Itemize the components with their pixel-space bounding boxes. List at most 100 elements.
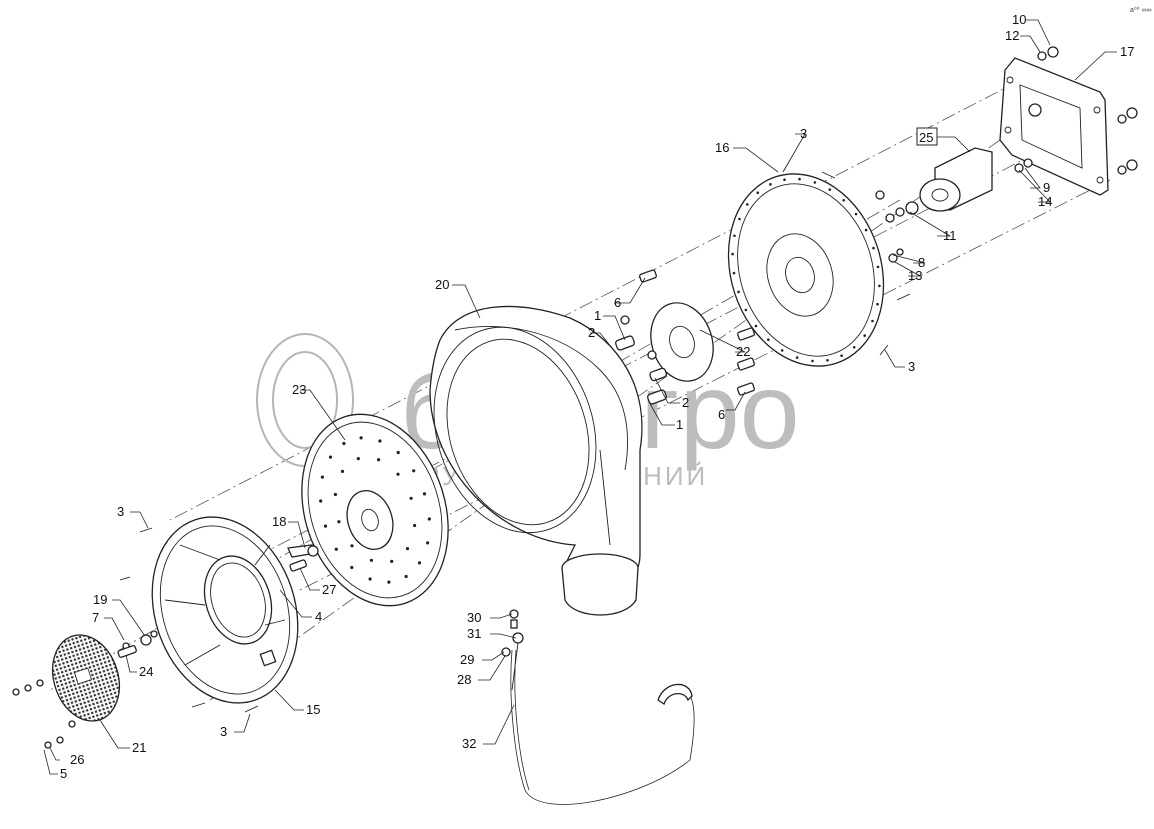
- impeller-rivet: [342, 441, 346, 446]
- callout-31: 31: [467, 626, 481, 641]
- impeller-rivet: [422, 492, 427, 496]
- back-plate-bolt-holes: [731, 177, 881, 363]
- impeller-rivet: [405, 547, 410, 551]
- impeller-rivets: [319, 436, 431, 584]
- back-plate-bolt-hole: [754, 324, 758, 328]
- mounting-bracket-plate: [999, 57, 1109, 196]
- callout-28: 28: [457, 672, 471, 687]
- callout-30: 30: [467, 610, 481, 625]
- callout-14: 14: [1038, 194, 1052, 209]
- impeller-rivet: [390, 559, 394, 564]
- callout-8: 8: [918, 255, 925, 270]
- impeller-rivet: [337, 520, 341, 524]
- back-plate-bolt-hole: [732, 271, 736, 275]
- callout-1-top: 1: [594, 308, 601, 323]
- back-plate-bolt-hole: [813, 181, 817, 184]
- callout-16: 16: [715, 140, 729, 155]
- impeller-rivet: [359, 436, 363, 440]
- back-plate-bolt-hole: [746, 203, 749, 206]
- callout-19: 19: [93, 592, 107, 607]
- impeller-rivet: [387, 580, 391, 584]
- callout-7: 7: [92, 610, 99, 625]
- impeller-rivet: [334, 547, 338, 551]
- back-plate-bolt-hole: [756, 191, 760, 194]
- adjuster-hardware: [117, 527, 259, 713]
- callout-3-bottom: 3: [220, 724, 227, 739]
- callout-21: 21: [132, 740, 146, 755]
- callout-2-top: 2: [588, 325, 595, 340]
- grease-line: [501, 609, 695, 805]
- impeller-rivet: [409, 496, 413, 500]
- back-plate-bolt-hole: [878, 284, 881, 288]
- back-plate-bolt-hole: [769, 183, 772, 186]
- callout-6-bottom: 6: [718, 407, 725, 422]
- impeller-rivet: [427, 517, 431, 521]
- callout-9: 9: [1043, 180, 1050, 195]
- impeller-rivet: [426, 541, 430, 545]
- callout-26: 26: [70, 752, 84, 767]
- back-plate-bolt-hole: [798, 177, 801, 181]
- back-plate-bolt-hole: [795, 356, 799, 359]
- callout-15: 15: [306, 702, 320, 717]
- back-plate-bolt-hole: [871, 319, 874, 323]
- back-plate-bolt-hole: [767, 338, 770, 342]
- callout-20: 20: [435, 277, 449, 292]
- callout-13: 13: [908, 268, 922, 283]
- impeller-rivet: [369, 558, 373, 562]
- callout-3-top: 3: [800, 126, 807, 141]
- callout-12: 12: [1005, 28, 1019, 43]
- front-intake-ring: [151, 516, 299, 704]
- impeller-rivet: [320, 475, 324, 479]
- callout-3-right: 3: [908, 359, 915, 374]
- impeller-rivet: [323, 524, 328, 528]
- back-plate-bolt-hole: [852, 346, 856, 349]
- impeller-rivet: [377, 458, 381, 462]
- back-plate-bolt-hole: [737, 290, 740, 294]
- back-plate-bolt-hole: [780, 349, 784, 352]
- back-plate-screws: [782, 159, 911, 356]
- impeller-rivet: [417, 561, 422, 565]
- back-plate-bolt-hole: [854, 212, 858, 216]
- callout-4: 4: [315, 609, 322, 624]
- callout-32: 32: [462, 736, 476, 751]
- impeller-rivet: [350, 544, 354, 548]
- back-plate-bolt-hole: [733, 234, 736, 238]
- impeller-rivet: [412, 469, 416, 473]
- callout-25: 25: [919, 130, 933, 145]
- callout-10: 10: [1012, 12, 1026, 27]
- back-plate-bolt-hole: [738, 217, 741, 221]
- back-plate-bolt-hole: [826, 359, 829, 362]
- impeller-rivet: [378, 439, 382, 443]
- callout-22: 22: [736, 344, 750, 359]
- callout-18: 18: [272, 514, 286, 529]
- callout-3-left: 3: [117, 504, 124, 519]
- impeller-rivet: [333, 492, 337, 497]
- back-plate-bolt-hole: [876, 265, 880, 269]
- callout-27: 27: [322, 582, 336, 597]
- back-plate-bolt-hole: [828, 188, 832, 191]
- back-plate-bolt-hole: [872, 246, 875, 250]
- back-plate-bolt-hole: [876, 302, 879, 306]
- callout-labels: 10 12 17 25 16 3 9 14 11 8 13 20 6 1 2 2…: [60, 12, 1134, 781]
- back-plate-bolt-hole: [864, 228, 868, 232]
- back-plate-bolt-hole: [783, 178, 786, 181]
- impeller-rivet: [396, 450, 400, 455]
- impeller-rivet: [350, 565, 354, 570]
- impeller-rivet: [319, 499, 323, 503]
- back-plate-bolt-hole: [840, 354, 843, 358]
- impeller-rivet: [328, 455, 333, 459]
- callout-2-bottom: 2: [682, 395, 689, 410]
- impeller-rivet: [340, 469, 345, 473]
- impeller-rivet: [368, 577, 372, 581]
- impeller-disc: [301, 413, 449, 607]
- impeller-rivet: [404, 574, 408, 579]
- callout-29: 29: [460, 652, 474, 667]
- back-plate-disc: [727, 173, 885, 367]
- callout-5: 5: [60, 766, 67, 781]
- callout-6-top: 6: [614, 295, 621, 310]
- callout-23: 23: [292, 382, 306, 397]
- hydraulic-motor: [875, 147, 993, 223]
- intake-grille: [12, 634, 120, 749]
- callout-leaders: [43, 19, 1117, 775]
